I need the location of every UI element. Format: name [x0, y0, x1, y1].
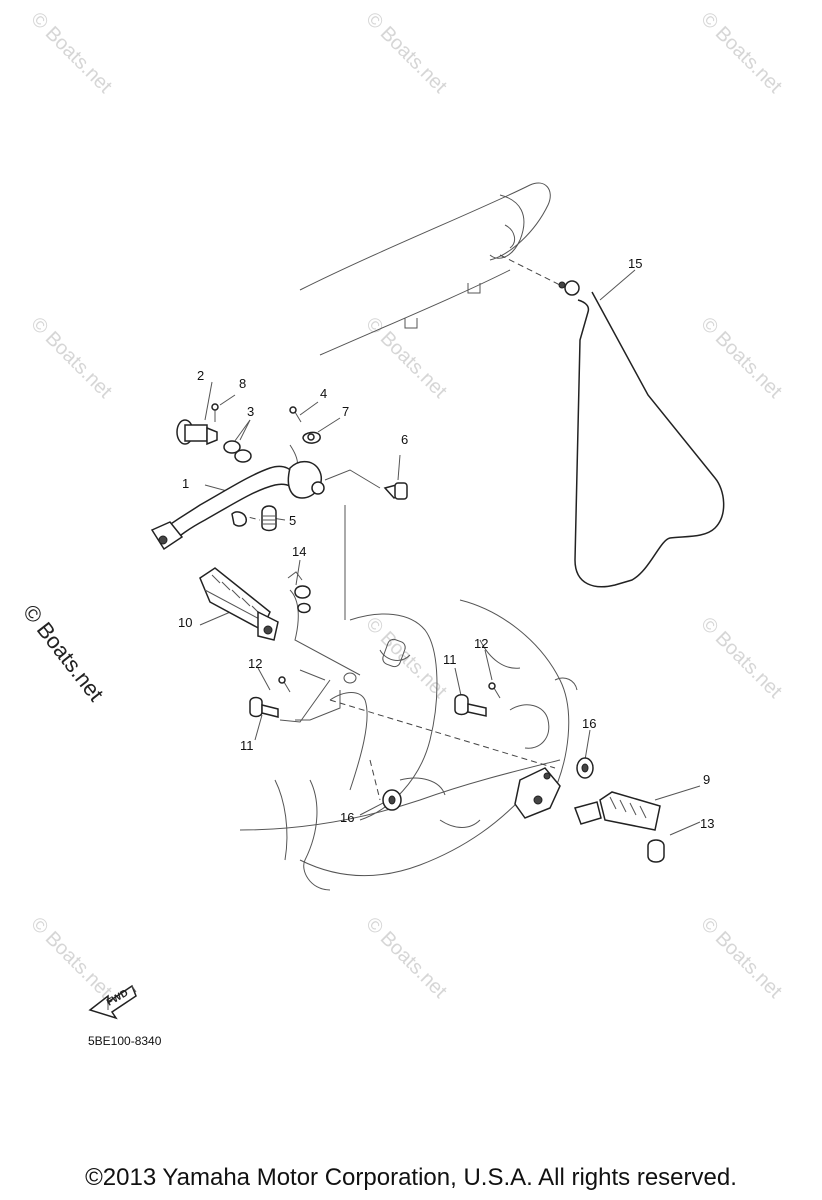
- return-spring: [287, 571, 311, 614]
- callout-13: 13: [700, 816, 714, 831]
- callout-2: 2: [197, 368, 204, 383]
- watermark: © Boats.net: [26, 8, 116, 98]
- pedal-hardware: [176, 403, 408, 500]
- callout-12-left: 12: [248, 656, 262, 671]
- callout-10: 10: [178, 615, 192, 630]
- callout-15: 15: [628, 256, 642, 271]
- fwd-arrow: FWD: [88, 984, 137, 1020]
- watermark: © Boats.net: [696, 313, 786, 403]
- watermark: © Boats.net: [696, 613, 786, 703]
- callout-4: 4: [320, 386, 327, 401]
- side-stand: [558, 280, 725, 588]
- watermark: © Boats.net: [26, 913, 116, 1003]
- callout-11-left: 11: [240, 738, 254, 753]
- watermark: © Boats.net: [361, 313, 451, 403]
- rear-fender-outline: [299, 182, 551, 356]
- part-code: 5BE100-8340: [88, 1034, 162, 1048]
- callout-7: 7: [342, 404, 349, 419]
- right-footrest: [382, 757, 665, 863]
- callout-5: 5: [289, 513, 296, 528]
- left-footrest: [199, 567, 279, 641]
- watermark: © Boats.net: [696, 8, 786, 98]
- watermark: © Boats.net: [26, 313, 116, 403]
- footrest-bolts: [249, 676, 501, 718]
- callout-14: 14: [292, 544, 306, 559]
- callout-12-right: 12: [474, 636, 488, 651]
- spring: [231, 505, 277, 532]
- callout-3: 3: [247, 404, 254, 419]
- callout-11-right: 11: [443, 652, 457, 667]
- callout-8: 8: [239, 376, 246, 391]
- callout-labels: 1 2 3 4 5 6 7 8 9 10 11 11 12 12 13 14 1…: [178, 256, 714, 831]
- watermark: © Boats.net: [361, 8, 451, 98]
- callout-16-left: 16: [340, 810, 354, 825]
- callout-6: 6: [401, 432, 408, 447]
- brake-pedal: [150, 460, 325, 551]
- side-watermark: © Boats.net: [18, 600, 109, 706]
- callout-16-right: 16: [582, 716, 596, 731]
- callout-1: 1: [182, 476, 189, 491]
- watermark: © Boats.net: [361, 913, 451, 1003]
- watermark: © Boats.net: [696, 913, 786, 1003]
- frame-outline: [239, 599, 578, 891]
- callout-9: 9: [703, 772, 710, 787]
- copyright-notice: ©2013 Yamaha Motor Corporation, U.S.A. A…: [85, 1164, 737, 1191]
